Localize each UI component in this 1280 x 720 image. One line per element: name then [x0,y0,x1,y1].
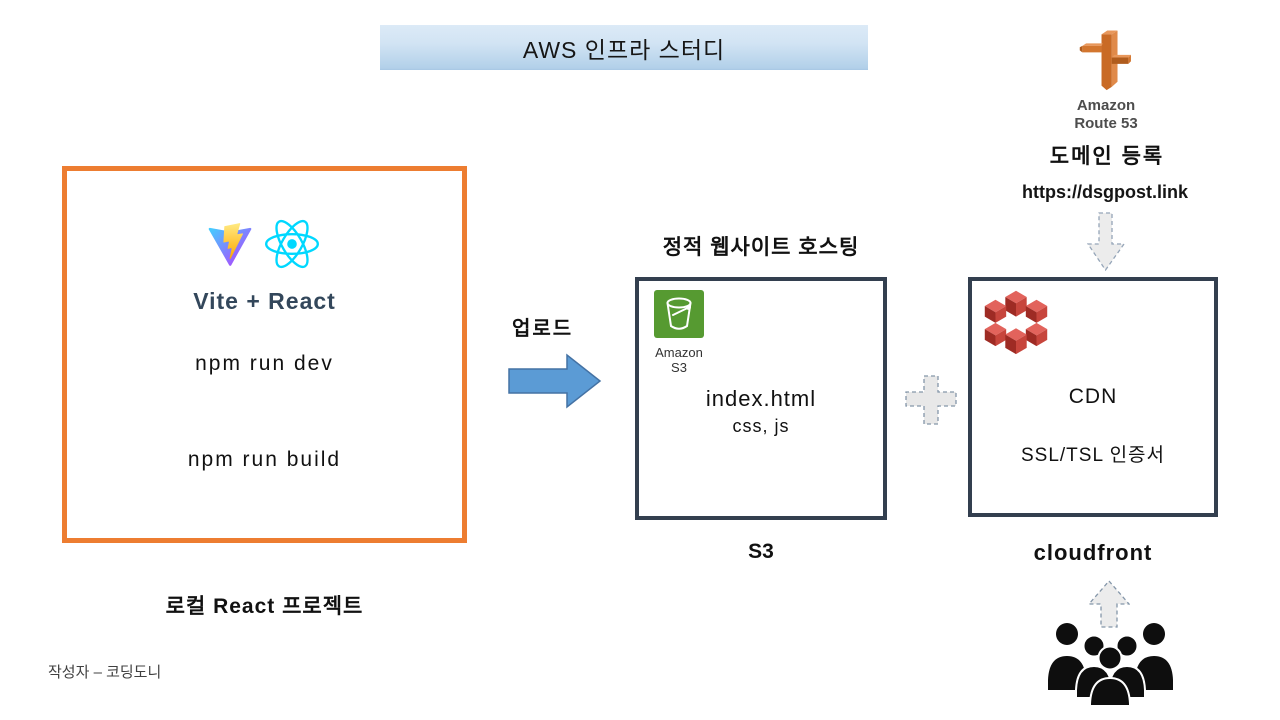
domain-url: https://dsgpost.link [1022,182,1188,202]
cdn-text: CDN [1068,385,1118,408]
ssl-text: SSL/TSL 인증서 [1020,445,1166,466]
up-dashed-arrow-icon [1088,580,1130,628]
s3-bucket-icon [654,290,704,338]
vite-react-title: Vite + React [193,288,336,314]
upload-arrow-icon [508,353,602,409]
route53-group: Amazon Route 53 [1040,28,1172,133]
route53-icon [1079,30,1131,91]
cloudfront-icon [984,290,1048,355]
users-crowd-icon [1048,623,1173,706]
upload-label: 업로드 [512,318,574,340]
page-title: AWS 인프라 스터디 [522,36,726,63]
domain-register-caption: 도메인 등록 [1049,145,1165,168]
local-project-caption: 로컬 React 프로젝트 [165,595,364,618]
cloudfront-box [968,277,1218,517]
route53-label: Amazon Route 53 [1074,97,1138,132]
vite-icon [208,223,252,266]
s3-icon-label: Amazon S3 [655,345,703,375]
plus-dashed-icon [905,375,957,425]
npm-run-build-text: npm run build [187,448,342,471]
cloudfront-caption: cloudfront [1033,540,1153,565]
local-project-box [62,166,467,543]
react-icon [265,219,319,269]
title-banner: AWS 인프라 스터디 [380,25,868,70]
static-hosting-heading: 정적 웹사이트 호스팅 [662,236,860,259]
s3-caption: S3 [748,540,774,563]
down-dashed-arrow-icon [1087,212,1125,272]
npm-run-dev-text: npm run dev [195,352,334,375]
index-html-text: index.html [705,386,817,411]
css-js-text: css, js [732,416,790,436]
author-text: 작성자 – 코딩도니 [48,664,162,681]
s3-icon-group: Amazon S3 [651,290,707,375]
